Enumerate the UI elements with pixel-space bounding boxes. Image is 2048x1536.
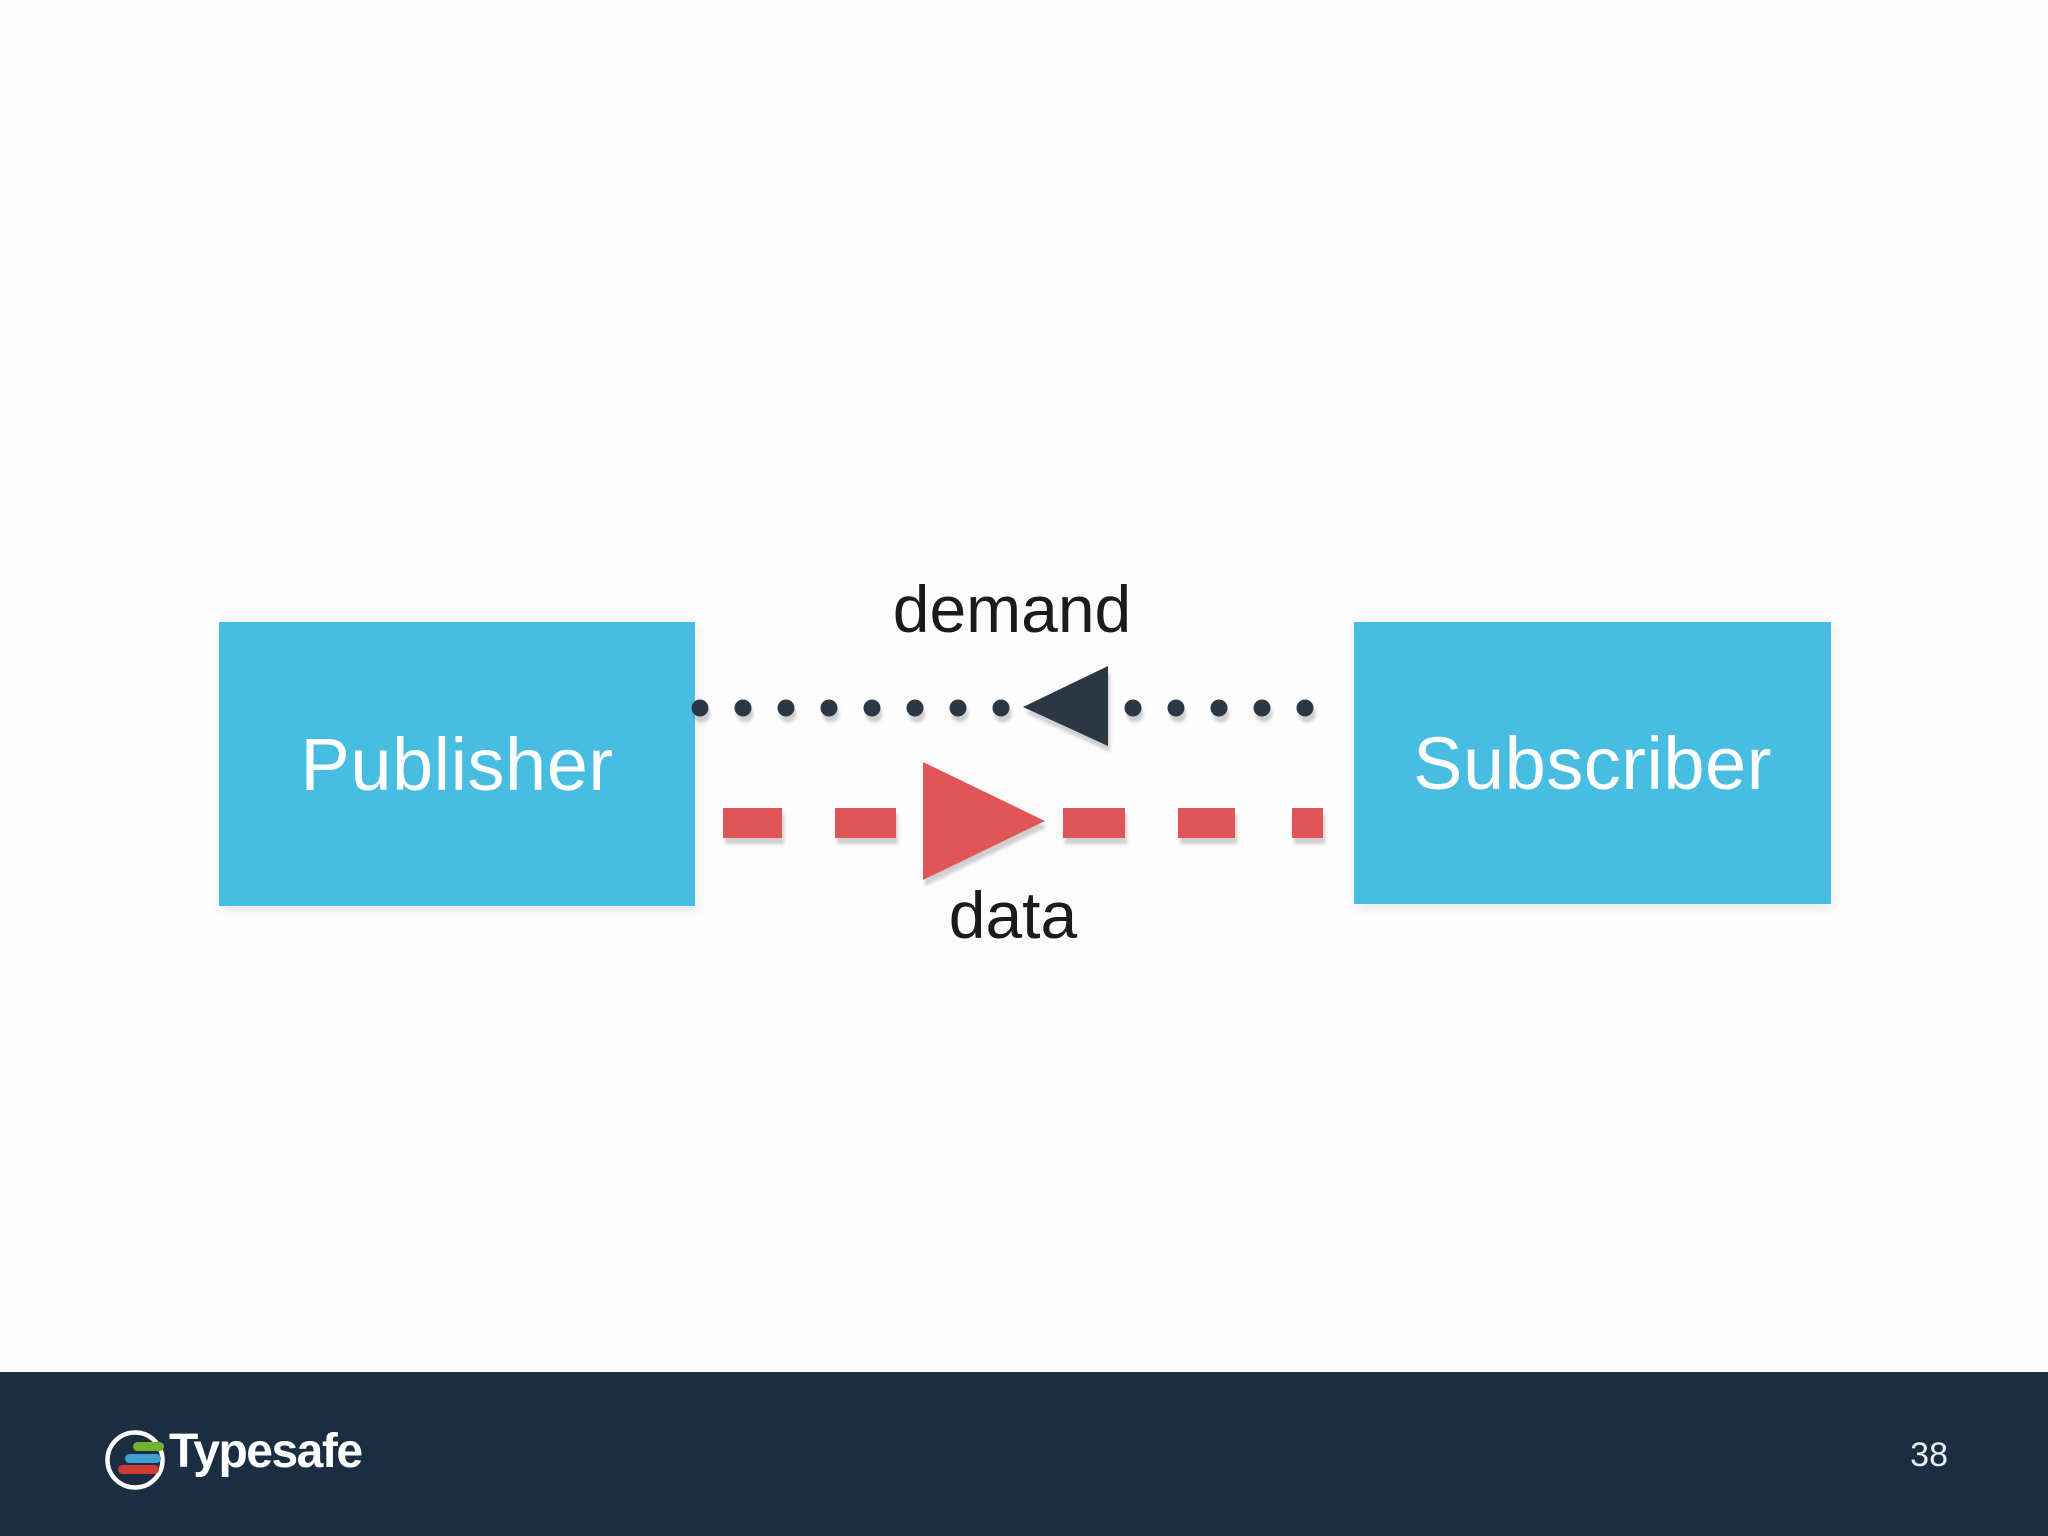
demand-dot [1296, 699, 1314, 717]
demand-dot [777, 699, 795, 717]
data-dash [1178, 808, 1235, 838]
data-dash [835, 808, 896, 838]
data-dash [1063, 808, 1125, 838]
subscriber-node: Subscriber [1354, 622, 1831, 904]
demand-dot [906, 699, 924, 717]
data-dashed-line [723, 762, 1323, 880]
typesafe-logo-icon [105, 1430, 165, 1490]
demand-dot [1124, 699, 1142, 717]
data-arrowhead-right-icon [923, 762, 1045, 880]
data-dash [723, 808, 782, 838]
page-number: 38 [1910, 1436, 1948, 1474]
demand-dot [992, 699, 1010, 717]
demand-dot [1167, 699, 1185, 717]
demand-dot [1210, 699, 1228, 717]
footer-bar [0, 1372, 2048, 1536]
subscriber-label: Subscriber [1413, 721, 1772, 805]
demand-dotted-line [691, 666, 1314, 746]
demand-dot [734, 699, 752, 717]
demand-dot [1253, 699, 1271, 717]
demand-dot [691, 699, 709, 717]
publisher-label: Publisher [300, 722, 614, 806]
data-flow-label: data [948, 878, 1078, 952]
demand-arrowhead-left-icon [1023, 666, 1108, 746]
demand-dot [863, 699, 881, 717]
demand-flow-label: demand [892, 572, 1132, 646]
publisher-node: Publisher [219, 622, 695, 906]
typesafe-logo-text: Typesafe [169, 1425, 363, 1478]
demand-dot [949, 699, 967, 717]
data-dash [1292, 808, 1323, 838]
flow-lines-graphic [691, 666, 1323, 880]
demand-dot [820, 699, 838, 717]
